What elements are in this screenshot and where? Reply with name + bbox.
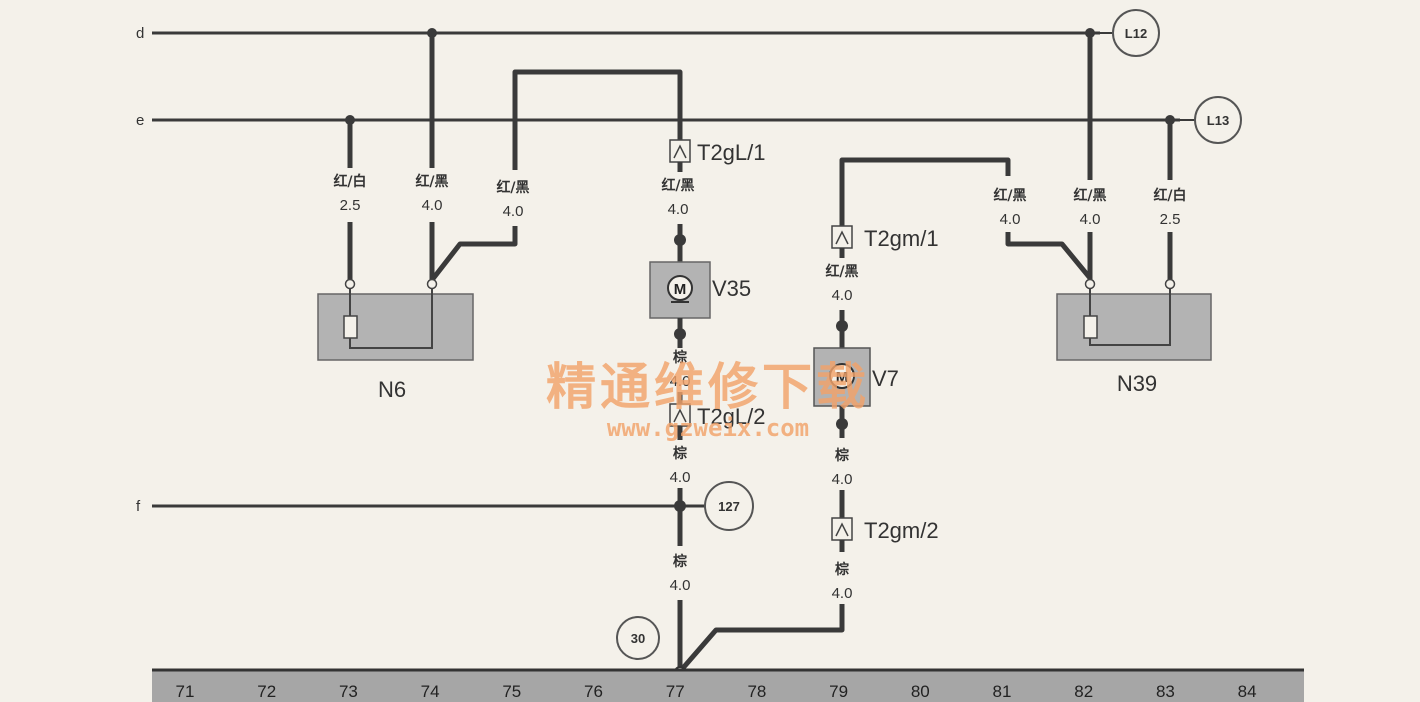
svg-text:红/黑: 红/黑 xyxy=(415,173,448,190)
watermark: 精通维修下载 www.gzweix.com xyxy=(546,357,870,442)
component-label-n6: N6 xyxy=(378,377,406,402)
scale-number: 76 xyxy=(584,682,603,701)
ref-l13: L13 xyxy=(1180,96,1242,144)
svg-text:棕: 棕 xyxy=(672,445,687,462)
bus-label-e: e xyxy=(136,112,144,129)
svg-text:4.0: 4.0 xyxy=(668,201,689,218)
svg-text:4.0: 4.0 xyxy=(503,203,524,220)
component-v7: M V7 xyxy=(813,347,899,407)
wire-n6-right: 红/黑 4.0 xyxy=(415,33,449,280)
ref-l12: L12 xyxy=(1100,9,1160,57)
svg-text:棕: 棕 xyxy=(834,561,849,578)
svg-text:红/黑: 红/黑 xyxy=(496,179,529,196)
wire-n6-left: 红/白 2.5 xyxy=(333,120,367,280)
svg-text:红/黑: 红/黑 xyxy=(825,263,858,280)
ref-30: 30 xyxy=(616,616,660,660)
scale-number: 72 xyxy=(257,682,276,701)
svg-text:T2gm/2: T2gm/2 xyxy=(864,518,939,543)
svg-text:4.0: 4.0 xyxy=(832,585,853,602)
connector-t2gm2: T2gm/2 xyxy=(831,517,939,543)
svg-text:4.0: 4.0 xyxy=(1080,211,1101,228)
scale-number: 80 xyxy=(911,682,930,701)
svg-text:2.5: 2.5 xyxy=(1160,211,1181,228)
svg-text:红/白: 红/白 xyxy=(333,173,366,190)
wire-n39-jump: 红/黑 4.0 xyxy=(839,157,1092,280)
component-n39: N39 xyxy=(1056,278,1212,396)
wire-v35-top: 红/黑 4.0 xyxy=(661,162,695,262)
connector-t2gl1: T2gL/1 xyxy=(669,139,766,165)
svg-text:L12: L12 xyxy=(1125,26,1147,41)
scale-number: 74 xyxy=(421,682,440,701)
scale-number: 83 xyxy=(1156,682,1175,701)
scale-number: 75 xyxy=(502,682,521,701)
wire-v7-bottom: 棕 4.0 xyxy=(832,406,853,518)
scale-number: 73 xyxy=(339,682,358,701)
scale-number: 79 xyxy=(829,682,848,701)
connector-t2gm1: T2gm/1 xyxy=(831,225,939,251)
svg-text:4.0: 4.0 xyxy=(422,197,443,214)
svg-text:T2gL/1: T2gL/1 xyxy=(697,140,766,165)
svg-text:4.0: 4.0 xyxy=(832,287,853,304)
svg-text:红/黑: 红/黑 xyxy=(993,187,1026,204)
svg-text:红/白: 红/白 xyxy=(1153,187,1186,204)
svg-text:棕: 棕 xyxy=(672,553,687,570)
component-n6: N6 xyxy=(317,278,474,402)
wire-n39-left: 红/黑 4.0 xyxy=(1073,33,1107,280)
svg-text:4.0: 4.0 xyxy=(670,373,691,390)
bus-label-f: f xyxy=(136,498,141,515)
connector-t2gl2: T2gL/2 xyxy=(669,403,766,429)
svg-text:4.0: 4.0 xyxy=(832,471,853,488)
scale-number: 84 xyxy=(1238,682,1257,701)
svg-text:4.0: 4.0 xyxy=(1000,211,1021,228)
scale-number: 82 xyxy=(1074,682,1093,701)
component-label-v7: V7 xyxy=(872,366,899,391)
svg-text:红/黑: 红/黑 xyxy=(661,177,694,194)
scale-number: 77 xyxy=(666,682,685,701)
watermark-url: www.gzweix.com xyxy=(607,414,809,442)
scale-number: 71 xyxy=(176,682,195,701)
wire-n6-jump: 红/黑 4.0 xyxy=(430,69,683,282)
wire-v35-bottom: 棕 4.0 xyxy=(670,318,691,404)
svg-text:127: 127 xyxy=(718,499,740,514)
svg-text:红/黑: 红/黑 xyxy=(1073,187,1106,204)
wire-v7-top: 红/黑 4.0 xyxy=(825,248,859,348)
scale-number: 81 xyxy=(993,682,1012,701)
component-label-n39: N39 xyxy=(1117,371,1157,396)
watermark-text: 精通维修下载 xyxy=(546,357,870,416)
svg-text:L13: L13 xyxy=(1207,113,1229,128)
svg-text:4.0: 4.0 xyxy=(670,577,691,594)
svg-text:T2gL/2: T2gL/2 xyxy=(697,404,766,429)
svg-text:4.0: 4.0 xyxy=(670,469,691,486)
motor-symbol-v7: M xyxy=(836,369,849,386)
svg-text:T2gm/1: T2gm/1 xyxy=(864,226,939,251)
bottom-scale-bar: 71 72 73 74 75 76 77 78 79 80 81 82 83 84 xyxy=(152,668,1304,702)
scale-number: 78 xyxy=(747,682,766,701)
bus-label-d: d xyxy=(136,25,144,42)
svg-text:棕: 棕 xyxy=(834,447,849,464)
svg-text:30: 30 xyxy=(631,631,645,646)
wire-v35-ground: 棕 4.0 棕 4.0 xyxy=(670,426,691,670)
wire-n39-right: 红/白 2.5 xyxy=(1153,120,1187,280)
motor-symbol-v35: M xyxy=(674,281,687,298)
svg-text:2.5: 2.5 xyxy=(340,197,361,214)
wire-v7-ground: 棕 4.0 xyxy=(681,540,853,670)
component-v35: M V35 xyxy=(649,261,751,319)
component-label-v35: V35 xyxy=(712,276,751,301)
ref-127: 127 xyxy=(680,481,754,531)
svg-text:棕: 棕 xyxy=(672,349,687,366)
